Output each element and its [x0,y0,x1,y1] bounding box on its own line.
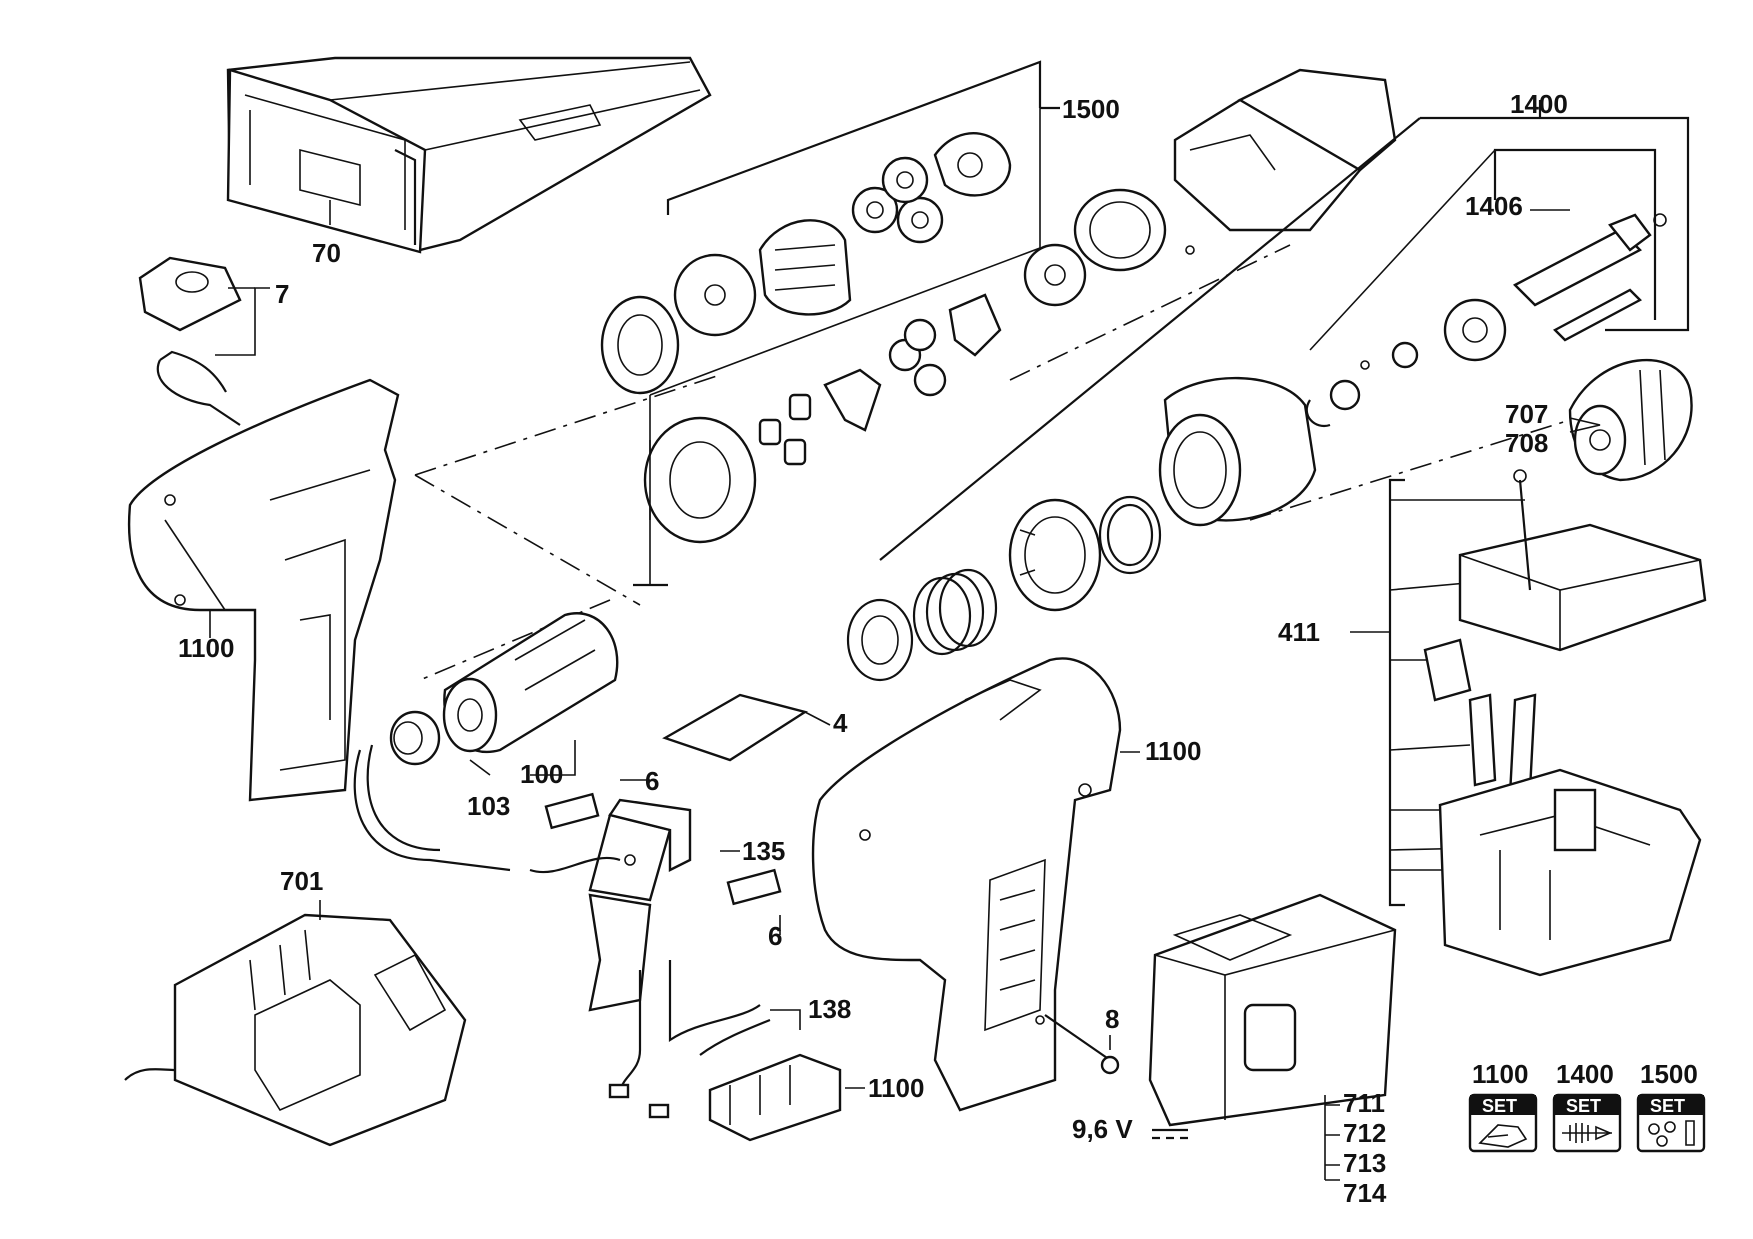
label-1400: 1400 [1510,89,1568,119]
type-label-plate [662,693,808,762]
label-8: 8 [1105,1004,1119,1034]
label-712: 712 [1343,1118,1386,1148]
gear-housing [1023,68,1397,307]
label-711: 711 [1343,1088,1385,1118]
set-badge-1500: 1500 SET [1636,1059,1706,1153]
label-1100-terminal: 1100 [868,1073,924,1103]
gear-set-bracket [633,60,1060,587]
battery-pack [1148,893,1397,1127]
drill-chuck [1568,358,1693,482]
screw [1044,1014,1120,1075]
label-714: 714 [1343,1178,1387,1208]
set-badge-number: 1100 [1472,1059,1528,1089]
clutch-spring [912,568,998,656]
charger [124,913,467,1147]
label-701: 701 [280,866,323,896]
housing-shell-right [811,657,1122,1112]
label-6-lower: 6 [768,921,782,951]
gear-set-icon [1648,1120,1695,1147]
trigger-switch [529,792,782,1012]
label-135: 135 [742,836,785,866]
dc-symbol-icon [1152,1128,1188,1140]
motor [353,612,619,872]
housing-set-icon [1478,1124,1528,1148]
nose-sleeve [1098,376,1317,575]
label-1500: 1500 [1062,94,1120,124]
label-4: 4 [833,708,848,738]
part-number-labels: 70 7 1100 1500 1400 1406 707 708 411 4 1… [178,89,1568,1208]
clutch-washer [846,598,914,682]
leader-lines [209,107,1601,1181]
assembly-axis-lines [414,244,1571,681]
set-badge-text: SET [1566,1096,1601,1116]
gear-components [600,132,1012,544]
label-voltage: 9,6 V [1072,1114,1133,1144]
label-6-upper: 6 [645,766,659,796]
label-411: 411 [1278,617,1320,647]
housing-shell-left [128,378,400,802]
spindle-set-icon [1562,1123,1613,1143]
label-70: 70 [312,238,341,268]
label-103: 103 [467,791,510,821]
label-7: 7 [275,279,289,309]
set-badge-text: SET [1650,1096,1685,1116]
carry-case [226,56,712,254]
spindle-bracket [879,100,1690,561]
wires-and-terminal-block [608,960,842,1142]
set-badge-number: 1400 [1556,1059,1614,1089]
label-138: 138 [808,994,851,1024]
set-badge-1400: 1400 SET [1552,1059,1622,1153]
switch-cover [138,256,242,426]
label-713: 713 [1343,1148,1386,1178]
label-1406: 1406 [1465,191,1523,221]
clutch-ring [1008,498,1102,612]
label-707: 707 [1505,399,1548,429]
battery-top-cover [1458,469,1707,652]
set-badge-text: SET [1482,1096,1517,1116]
label-1100-right: 1100 [1145,736,1201,766]
label-1100-left: 1100 [178,633,234,663]
label-708: 708 [1505,428,1548,458]
set-badge-1100: 1100 SET [1468,1059,1538,1153]
set-badge-number: 1500 [1640,1059,1698,1089]
battery-contacts [1423,638,1537,797]
label-100: 100 [520,759,563,789]
battery-housing [1438,768,1702,977]
